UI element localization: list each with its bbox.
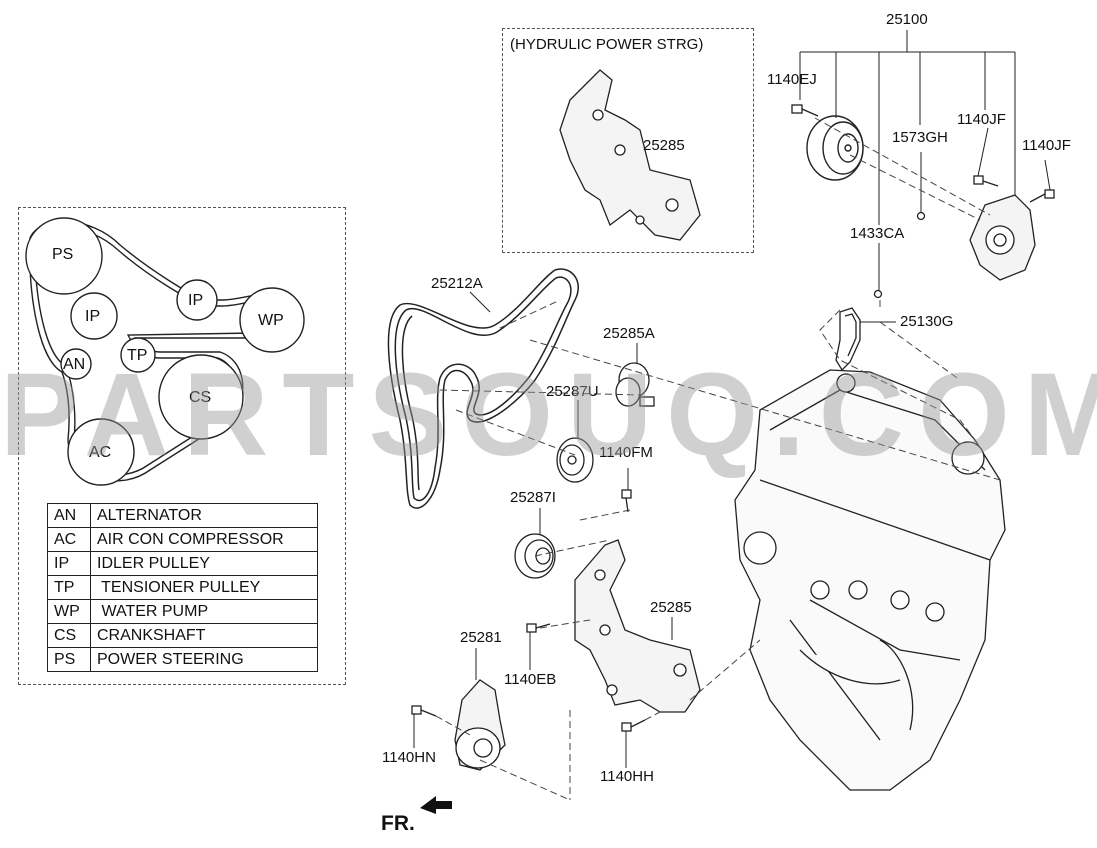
legend-full: AIR CON COMPRESSOR xyxy=(90,527,318,552)
legend-full: ALTERNATOR xyxy=(90,503,318,528)
front-direction-label: FR. xyxy=(381,812,415,835)
pulley-label-an: AN xyxy=(63,356,86,373)
water-pump-pulley xyxy=(806,115,864,181)
legend-full: POWER STEERING xyxy=(90,647,318,672)
pulley-label-wp: WP xyxy=(258,312,284,329)
water-pump-body xyxy=(969,194,1036,281)
hydraulic-box-title: (HYDRULIC POWER STRG) xyxy=(510,36,704,53)
belt-routing-box xyxy=(18,207,346,685)
part-label-1433CA[interactable]: 1433CA xyxy=(850,225,905,242)
part-label-1140FM[interactable]: 1140FM xyxy=(599,444,653,461)
part-label-1140HN[interactable]: 1140HN xyxy=(382,749,436,766)
legend-abbr: WP xyxy=(47,599,91,624)
front-arrow-icon xyxy=(420,796,452,814)
legend-row: TP TENSIONER PULLEY xyxy=(47,575,318,600)
legend-abbr: CS xyxy=(47,623,91,648)
part-label-1140JF-a[interactable]: 1140JF xyxy=(957,111,1006,128)
legend-full: IDLER PULLEY xyxy=(90,551,318,576)
pulley-label-ip2: IP xyxy=(85,308,101,325)
pulley-label-ip1: IP xyxy=(188,292,204,309)
part-label-25281[interactable]: 25281 xyxy=(460,629,502,646)
bracket-25285-top xyxy=(559,69,701,241)
pulley-label-cs: CS xyxy=(189,389,212,406)
pulley-label-tp: TP xyxy=(127,347,148,364)
belt-pulleys xyxy=(25,217,305,486)
bracket-25285-bottom xyxy=(574,539,701,713)
legend-abbr: PS xyxy=(47,647,91,672)
part-label-1140HH[interactable]: 1140HH xyxy=(600,768,654,785)
part-label-1140EJ[interactable]: 1140EJ xyxy=(767,71,817,88)
hydraulic-steering-box xyxy=(502,28,754,253)
drive-belt-25212A xyxy=(387,268,579,509)
part-label-25285-bottom[interactable]: 25285 xyxy=(650,599,692,616)
legend-full: CRANKSHAFT xyxy=(90,623,318,648)
gasket-25130G xyxy=(835,307,861,372)
idler-pulley-25285A xyxy=(615,362,655,407)
part-label-25287I[interactable]: 25287I xyxy=(510,489,556,506)
legend-full: WATER PUMP xyxy=(90,599,318,624)
dashed-assembly-lines xyxy=(435,117,1001,801)
part-label-25285-top[interactable]: 25285 xyxy=(643,137,685,154)
legend-abbr: IP xyxy=(47,551,91,576)
part-label-25130G[interactable]: 25130G xyxy=(900,313,954,330)
idler-pulley-25287U xyxy=(556,437,594,483)
part-label-25285A[interactable]: 25285A xyxy=(603,325,655,342)
pulley-label-ps: PS xyxy=(52,246,74,263)
leader-lines xyxy=(413,30,1051,768)
legend-row: WP WATER PUMP xyxy=(47,599,318,624)
part-label-1140EB[interactable]: 1140EB xyxy=(504,671,557,688)
bolts xyxy=(411,104,1055,732)
part-label-25100[interactable]: 25100 xyxy=(886,11,928,28)
tensioner-25281 xyxy=(454,679,506,771)
engine-block xyxy=(734,369,1006,791)
part-label-1140JF-b[interactable]: 1140JF xyxy=(1022,137,1071,154)
legend-full: TENSIONER PULLEY xyxy=(90,575,318,600)
pulley-label-ac: AC xyxy=(89,444,112,461)
legend-abbr: TP xyxy=(47,575,91,600)
part-label-25212A[interactable]: 25212A xyxy=(431,275,483,292)
legend-abbr: AN xyxy=(47,503,91,528)
part-label-1573GH[interactable]: 1573GH xyxy=(892,129,948,146)
part-label-25287U[interactable]: 25287U xyxy=(546,383,599,400)
legend-abbr: AC xyxy=(47,527,91,552)
